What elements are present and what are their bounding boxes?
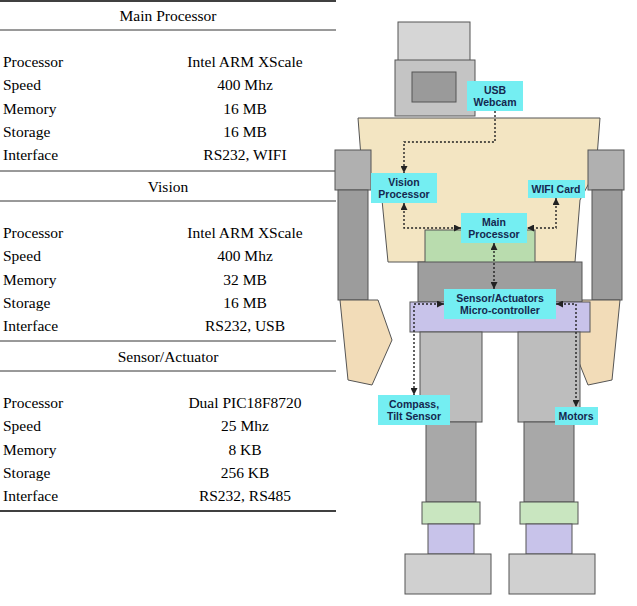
table-header: Vision — [148, 178, 188, 195]
component-label: Sensor/Actuators Micro-controller — [448, 292, 552, 316]
data-link-arrow — [404, 111, 495, 173]
robot-ankle-servo — [526, 524, 572, 554]
component-box: Sensor/Actuators Micro-controller — [444, 289, 556, 319]
robot-ankle-servo — [428, 524, 474, 554]
table-cell: Processor — [3, 394, 63, 411]
table-cell: Interface — [3, 318, 58, 335]
table-cell: Dual PIC18F8720 — [188, 394, 301, 411]
robot-head — [398, 22, 470, 62]
table-rule — [0, 201, 336, 202]
component-label: Main Processor — [465, 216, 523, 240]
robot-upper-arm — [592, 190, 622, 300]
table-rule — [0, 171, 336, 172]
table-rule — [0, 0, 336, 2]
robot-forearm — [340, 300, 392, 385]
component-label: Compass, Tilt Sensor — [382, 398, 446, 422]
component-box: Main Processor — [461, 213, 527, 243]
robot-shin — [524, 422, 574, 502]
table-cell: Storage — [3, 464, 50, 481]
robot-upper-arm — [338, 190, 368, 300]
component-box: Vision Processor — [371, 173, 437, 203]
table-cell: 16 MB — [223, 123, 267, 140]
table-cell: 16 MB — [223, 294, 267, 311]
robot-body — [335, 22, 624, 594]
data-link-arrow — [404, 203, 461, 228]
robot-face — [412, 72, 456, 102]
table-cell: Intel ARM XScale — [187, 224, 302, 241]
component-label: Motors — [559, 410, 594, 422]
table-cell: Storage — [3, 123, 50, 140]
table-cell: 256 KB — [221, 464, 270, 481]
data-link-arrow — [414, 304, 444, 395]
component-label: USB Webcam — [471, 84, 519, 108]
table-cell: 16 MB — [223, 100, 267, 117]
table-header: Sensor/Actuator — [118, 348, 219, 365]
table-cell: Speed — [3, 77, 41, 94]
component-box: Compass, Tilt Sensor — [378, 395, 450, 425]
table-cell: Speed — [3, 418, 41, 435]
robot-head — [395, 60, 475, 116]
table-rule — [0, 341, 336, 342]
data-link-arrow — [493, 243, 494, 289]
table-cell: Interface — [3, 488, 58, 505]
table-cell: RS232, USB — [205, 318, 285, 335]
table-rule — [0, 30, 336, 31]
table-cell: 400 Mhz — [217, 77, 273, 94]
table-cell: Processor — [3, 224, 63, 241]
table-cell: Memory — [3, 271, 56, 288]
data-link-arrow — [527, 198, 556, 228]
table-rules — [0, 1, 336, 511]
table-cell: Memory — [3, 100, 56, 117]
table-cell: RS232, RS485 — [199, 488, 291, 505]
robot-torso — [358, 118, 600, 262]
component-label: Vision Processor — [375, 176, 433, 200]
data-link-arrow — [556, 304, 576, 407]
table-header: Main Processor — [120, 7, 217, 24]
robot-shoulder — [588, 150, 624, 190]
table-cell: Storage — [3, 294, 50, 311]
robot-foot — [405, 554, 491, 594]
table-cell: Speed — [3, 248, 41, 265]
component-box: Motors — [555, 407, 598, 425]
robot-shoulder — [335, 150, 371, 190]
component-box: USB Webcam — [467, 81, 523, 111]
table-cell: Memory — [3, 441, 56, 458]
table-cell: 400 Mhz — [217, 248, 273, 265]
table-cell: 32 MB — [223, 271, 267, 288]
robot-shin — [426, 422, 476, 502]
table-rule — [0, 371, 336, 372]
component-label: WIFI Card — [532, 183, 581, 195]
table-cell: Intel ARM XScale — [187, 53, 302, 70]
table-cell: RS232, WIFI — [203, 147, 286, 164]
robot-foot — [509, 554, 595, 594]
table-rule — [0, 510, 336, 512]
table-cell: Interface — [3, 147, 58, 164]
table-cell: 25 Mhz — [221, 418, 269, 435]
table-cell: 8 KB — [228, 441, 261, 458]
table-cell: Processor — [3, 53, 63, 70]
robot-ankle — [520, 502, 578, 524]
robot-ankle — [422, 502, 480, 524]
component-box: WIFI Card — [528, 180, 585, 198]
